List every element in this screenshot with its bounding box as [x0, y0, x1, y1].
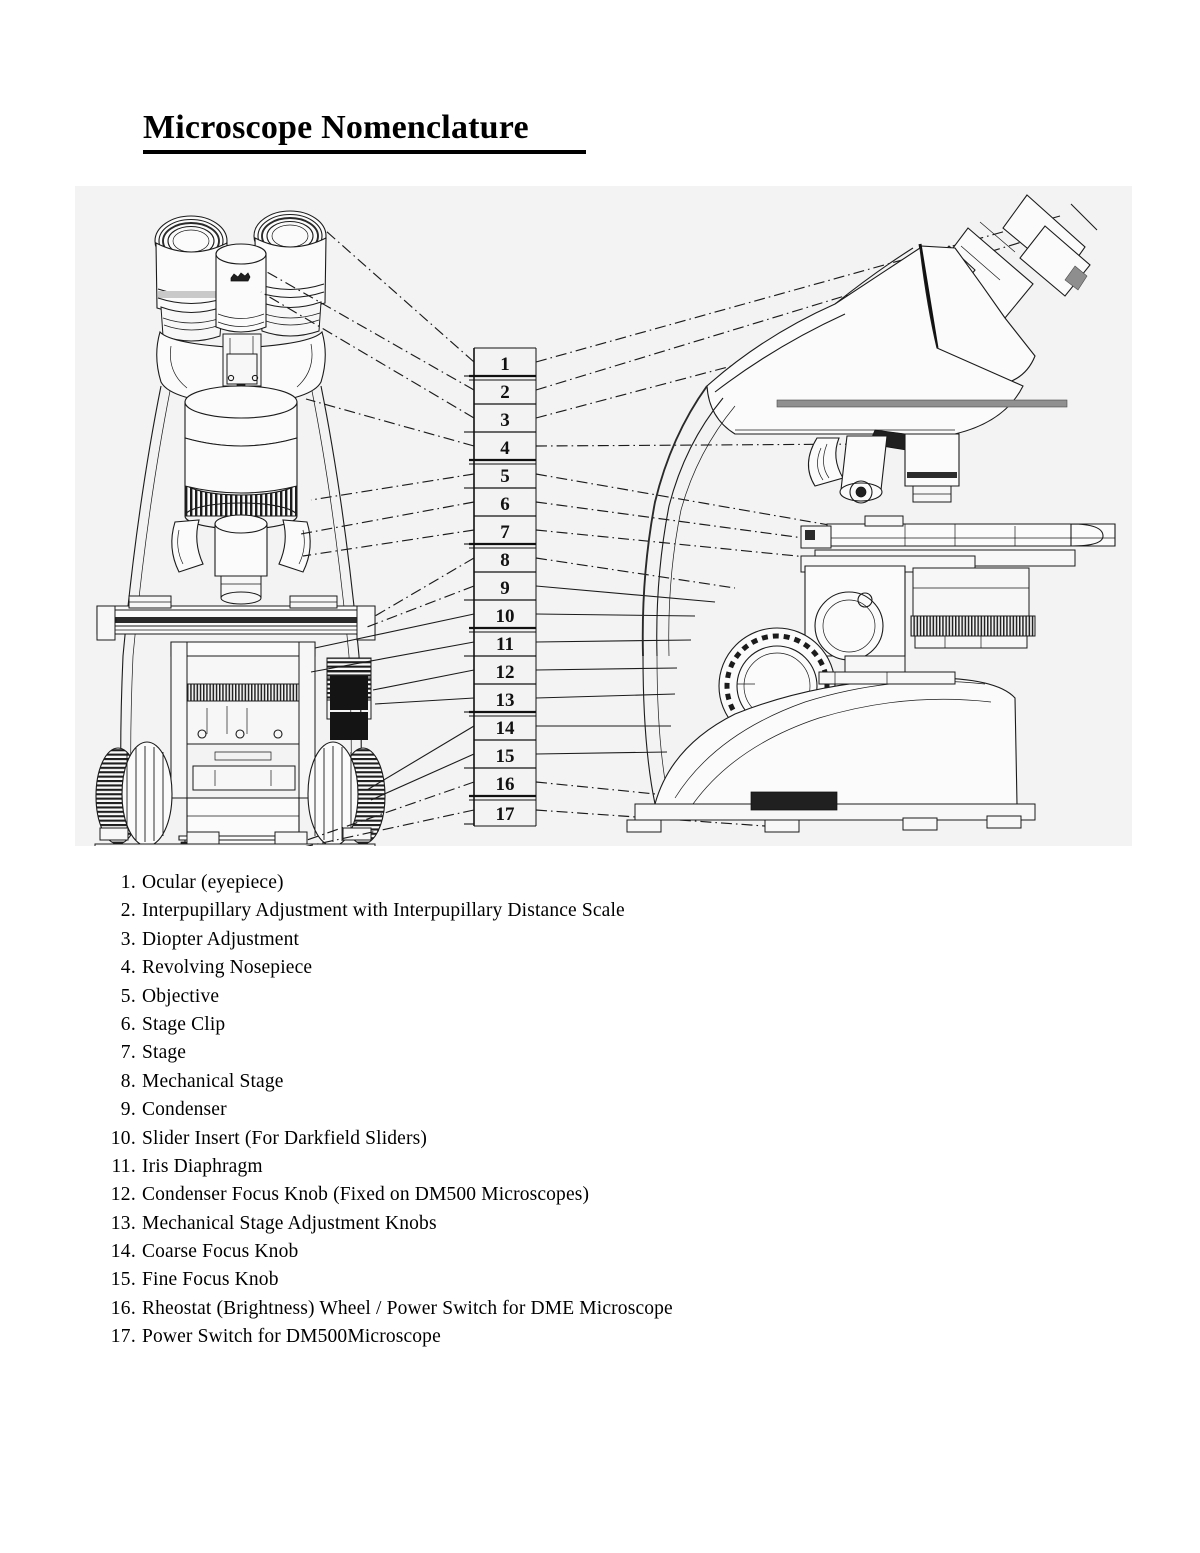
list-item: 15. Fine Focus Knob	[100, 1266, 1000, 1294]
list-item-label: Power Switch for DM500Microscope	[142, 1326, 441, 1348]
callout-number-15: 15	[496, 746, 515, 767]
callout-number-8: 8	[500, 550, 510, 571]
mechanical-stage-side	[804, 565, 1036, 687]
list-item: 2. Interpupillary Adjustment with Interpu…	[100, 897, 1000, 925]
list-item-label: Mechanical Stage Adjustment Knobs	[142, 1212, 437, 1234]
focus-knobs-front-right	[307, 741, 386, 846]
microscope-head-front	[156, 330, 326, 406]
list-item-number: 17.	[110, 1326, 136, 1348]
microscope-arm-side	[641, 385, 736, 805]
condenser-front	[170, 641, 316, 799]
list-item: 5. Objective	[100, 983, 1000, 1011]
list-item: 4. Revolving Nosepiece	[100, 954, 1000, 982]
list-item: 10. Slider Insert (For Darkfield Sliders)	[100, 1125, 1000, 1153]
list-item: 9. Condenser	[100, 1096, 1000, 1124]
list-item-number: 12.	[110, 1184, 136, 1206]
interpupillary-adjustment	[215, 243, 267, 333]
microscope-base-front	[94, 797, 376, 846]
callout-number-11: 11	[496, 634, 514, 655]
callout-number-17: 17	[496, 804, 516, 825]
callout-number-4: 4	[500, 438, 510, 459]
list-item: 8. Mechanical Stage	[100, 1068, 1000, 1096]
list-item-number: 13.	[110, 1212, 136, 1234]
callout-number-7: 7	[500, 522, 510, 543]
list-item-number: 14.	[110, 1241, 136, 1263]
list-item-label: Diopter Adjustment	[142, 928, 300, 950]
list-item-label: Condenser	[142, 1099, 227, 1121]
revolving-nosepiece-front	[184, 385, 298, 530]
callout-number-13: 13	[496, 690, 515, 711]
callout-number-5: 5	[500, 466, 510, 487]
stage-front	[96, 595, 376, 641]
list-item-number: 8.	[120, 1070, 136, 1092]
front-view-microscope	[94, 210, 386, 846]
list-item: 12. Condenser Focus Knob (Fixed on DM500 …	[100, 1181, 1000, 1209]
microscope-figure: .ln { fill:none; stroke:#1b1b1b; stroke-…	[75, 186, 1132, 846]
list-item: 7. Stage	[100, 1039, 1000, 1067]
leader-lines-left	[260, 230, 475, 846]
list-item: 1. Ocular (eyepiece)	[100, 869, 1000, 897]
list-item-number: 4.	[120, 957, 136, 979]
list-item-number: 1.	[120, 872, 136, 893]
stage-clip	[109, 595, 338, 624]
list-item: 13. Mechanical Stage Adjustment Knobs	[100, 1210, 1000, 1238]
list-item-number: 9.	[120, 1099, 136, 1121]
list-item-label: Condenser Focus Knob (Fixed on DM500 Mic…	[142, 1184, 590, 1206]
callout-number-12: 12	[496, 662, 515, 683]
list-item-label: Revolving Nosepiece	[142, 957, 313, 979]
list-item-label: Iris Diaphragm	[142, 1155, 263, 1177]
parts-list: 1. Ocular (eyepiece) 2. Interpupillary Adju…	[100, 869, 1000, 1352]
objective-front	[171, 514, 311, 605]
callout-number-10: 10	[496, 606, 515, 627]
list-item: 6. Stage Clip	[100, 1011, 1000, 1039]
focus-knobs-front-left	[95, 741, 173, 846]
ocular-right	[253, 210, 327, 337]
list-item: 16. Rheostat (Brightness) Wheel / Power S…	[100, 1295, 1000, 1323]
list-item-label: Rheostat (Brightness) Wheel / Power Swit…	[142, 1297, 673, 1319]
list-item-label: Slider Insert (For Darkfield Sliders)	[142, 1127, 427, 1149]
list-item-number: 7.	[120, 1042, 136, 1064]
list-item-number: 15.	[110, 1269, 136, 1291]
list-item-number: 16.	[110, 1297, 136, 1319]
list-item-number: 2.	[120, 900, 136, 922]
microscope-base-side	[626, 671, 1036, 833]
callout-number-9: 9	[500, 578, 510, 599]
list-item-number: 10.	[110, 1127, 136, 1149]
list-item-number: 5.	[120, 985, 136, 1007]
list-item-label: Mechanical Stage	[142, 1070, 284, 1092]
list-item: 14. Coarse Focus Knob	[100, 1238, 1000, 1266]
list-item-number: 3.	[120, 928, 136, 950]
callout-number-2: 2	[500, 382, 510, 403]
microscope-head-side	[706, 243, 1068, 435]
mechanical-stage-knobs-front	[326, 657, 372, 740]
ocular-left	[154, 215, 228, 342]
list-item-label: Stage Clip	[142, 1013, 226, 1035]
list-item-number: 6.	[120, 1013, 136, 1035]
list-item-label: Objective	[142, 985, 220, 1007]
page-title-underline	[143, 150, 586, 154]
list-item-label: Coarse Focus Knob	[142, 1241, 299, 1263]
side-view-microscope	[626, 194, 1116, 833]
callout-number-1: 1	[500, 354, 510, 375]
list-item: 17. Power Switch for DM500Microscope	[100, 1323, 1000, 1351]
callout-number-3: 3	[500, 410, 510, 431]
objectives-side	[807, 429, 960, 504]
list-item: 3. Diopter Adjustment	[100, 926, 1000, 954]
list-item-label: Fine Focus Knob	[142, 1269, 279, 1291]
list-item-number: 11.	[111, 1155, 136, 1177]
callout-number-6: 6	[500, 494, 510, 515]
list-item-label: Stage	[142, 1042, 187, 1064]
callout-number-table: 1 2 3 4 5 6 7 8 9 10 11 12 13 14 15 16 1…	[464, 347, 537, 827]
list-item-label: Ocular (eyepiece)	[142, 872, 284, 893]
page-title: Microscope Nomenclature	[143, 109, 529, 146]
list-item-label: Interpupillary Adjustment with Interpupi…	[142, 900, 625, 922]
stage-side	[800, 515, 1116, 573]
callout-number-14: 14	[496, 718, 516, 739]
callout-number-16: 16	[496, 774, 515, 795]
list-item: 11. Iris Diaphragm	[100, 1153, 1000, 1181]
